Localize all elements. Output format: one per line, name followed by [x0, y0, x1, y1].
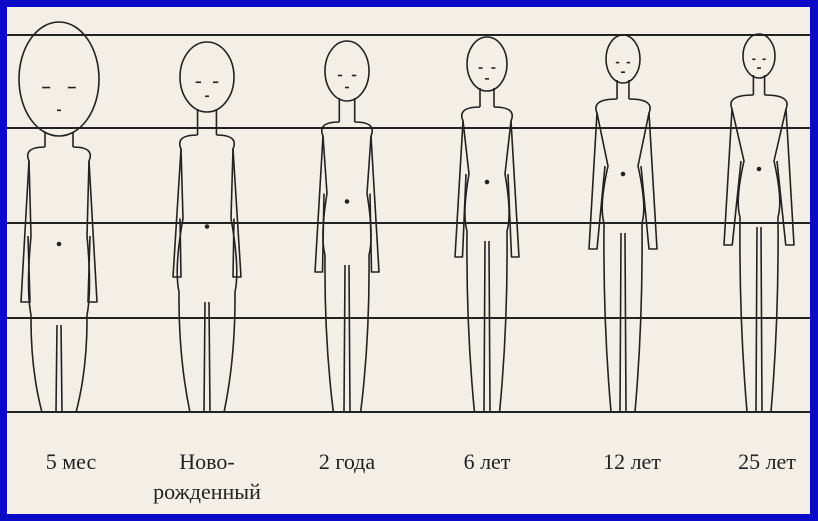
left-arm [455, 121, 466, 257]
figure-5-months [19, 22, 99, 412]
torso-right [765, 95, 787, 217]
head [19, 22, 99, 136]
figure-2-years [315, 41, 379, 412]
right-arm [508, 121, 519, 257]
figure-6-years [455, 37, 519, 412]
label-5-months: 5 мес [21, 447, 121, 477]
left-arm [21, 161, 30, 302]
label-25-years: 25 лет [717, 447, 810, 477]
head [743, 34, 775, 78]
right-leg [209, 292, 235, 412]
left-leg [325, 255, 345, 412]
torso-left [596, 99, 617, 223]
navel [206, 225, 209, 228]
right-arm [370, 136, 379, 272]
label-2-years: 2 года [297, 447, 397, 477]
right-arm [88, 161, 97, 302]
navel [58, 243, 61, 246]
figures-drawing [7, 7, 810, 514]
left-arm [315, 136, 324, 272]
torso-right [629, 99, 650, 223]
left-arm [724, 109, 741, 245]
left-leg [740, 217, 757, 412]
left-leg [31, 315, 57, 412]
navel [758, 168, 761, 171]
right-arm [641, 113, 657, 249]
right-leg [761, 217, 778, 412]
navel [346, 200, 349, 203]
head [325, 41, 369, 101]
torso-left [322, 122, 340, 255]
right-leg [61, 315, 87, 412]
left-leg [467, 231, 485, 412]
right-leg [489, 231, 507, 412]
label-newborn: Ново- рожденный [147, 447, 267, 507]
right-leg [349, 255, 369, 412]
left-arm [589, 113, 605, 249]
torso-left [731, 95, 753, 217]
navel [486, 181, 489, 184]
figure-newborn [173, 42, 241, 412]
proportion-diagram: 5 мес Ново- рожденный 2 года 6 лет 12 ле… [7, 7, 810, 514]
label-6-years: 6 лет [437, 447, 537, 477]
label-12-years: 12 лет [582, 447, 682, 477]
right-arm [777, 109, 794, 245]
torso-right [355, 122, 373, 255]
left-leg [179, 292, 205, 412]
head [180, 42, 234, 112]
head [467, 37, 507, 91]
navel [622, 173, 625, 176]
head [606, 35, 640, 83]
